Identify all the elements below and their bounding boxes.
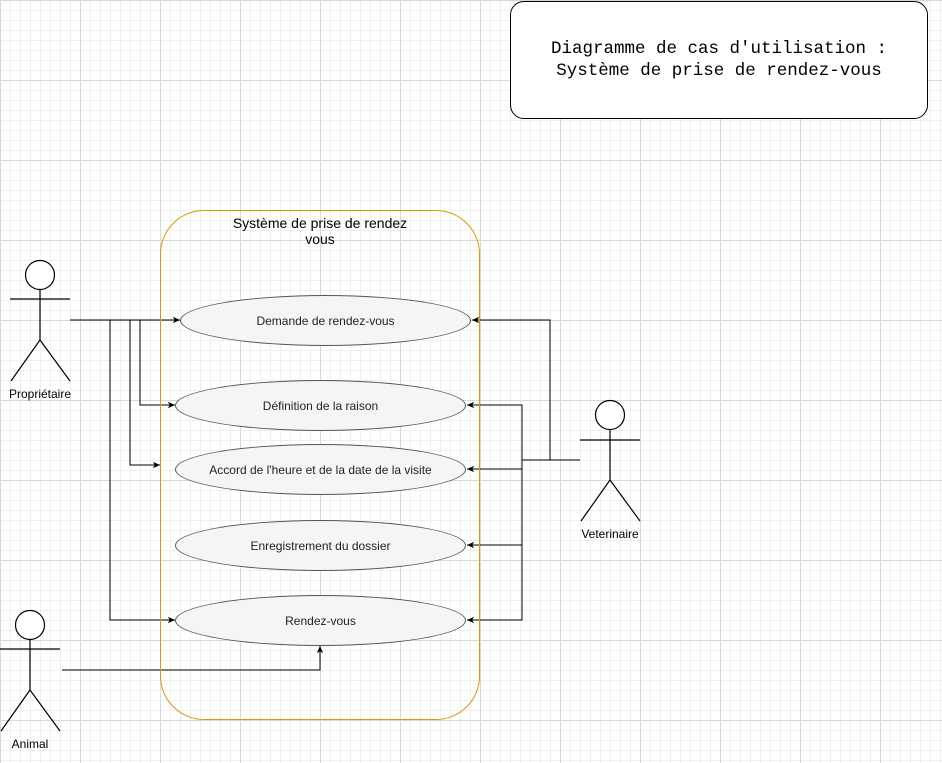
usecase-definition-de-la-raison[interactable]: Définition de la raison <box>175 380 466 431</box>
actor-veterinaire-label: Veterinaire <box>581 527 639 541</box>
system-boundary[interactable] <box>160 210 480 720</box>
usecase-demande-label: Demande de rendez-vous <box>256 313 395 328</box>
usecase-enregistrement-label: Enregistrement du dossier <box>250 538 391 553</box>
usecase-rendez-vous[interactable]: Rendez-vous <box>175 595 466 646</box>
edge-proprietaire-rendezvous[interactable] <box>109 320 175 624</box>
actor-animal-label: Animal <box>11 737 49 751</box>
usecase-accord-label: Accord de l'heure et de la date de la vi… <box>209 462 432 477</box>
edge-animal-rendezvous[interactable] <box>62 646 324 671</box>
edge-veterinaire-definition[interactable] <box>467 401 523 460</box>
edge-proprietaire-definition[interactable] <box>139 320 175 409</box>
actor-veterinaire-figure[interactable] <box>580 399 641 522</box>
diagram-title: Diagramme de cas d'utilisation : Système… <box>550 39 888 81</box>
usecase-demande-de-rendez-vous[interactable]: Demande de rendez-vous <box>180 295 471 346</box>
actor-animal-figure[interactable] <box>0 609 61 732</box>
actor-proprietaire-figure[interactable] <box>10 259 71 382</box>
usecase-enregistrement-du-dossier[interactable]: Enregistrement du dossier <box>175 520 466 571</box>
edge-veterinaire-rendezvous[interactable] <box>467 545 523 624</box>
usecase-rendezvous-label: Rendez-vous <box>285 613 356 628</box>
edge-proprietaire-accord[interactable] <box>129 320 160 469</box>
system-label: Système de prise de rendez vous <box>232 215 408 247</box>
usecase-definition-label: Définition de la raison <box>262 398 379 413</box>
actor-proprietaire-label: Propriétaire <box>8 387 72 401</box>
diagram-title-box[interactable]: Diagramme de cas d'utilisation : Système… <box>510 1 928 119</box>
edge-veterinaire-demande[interactable] <box>472 316 551 460</box>
usecase-accord-heure-date[interactable]: Accord de l'heure et de la date de la vi… <box>175 444 466 495</box>
